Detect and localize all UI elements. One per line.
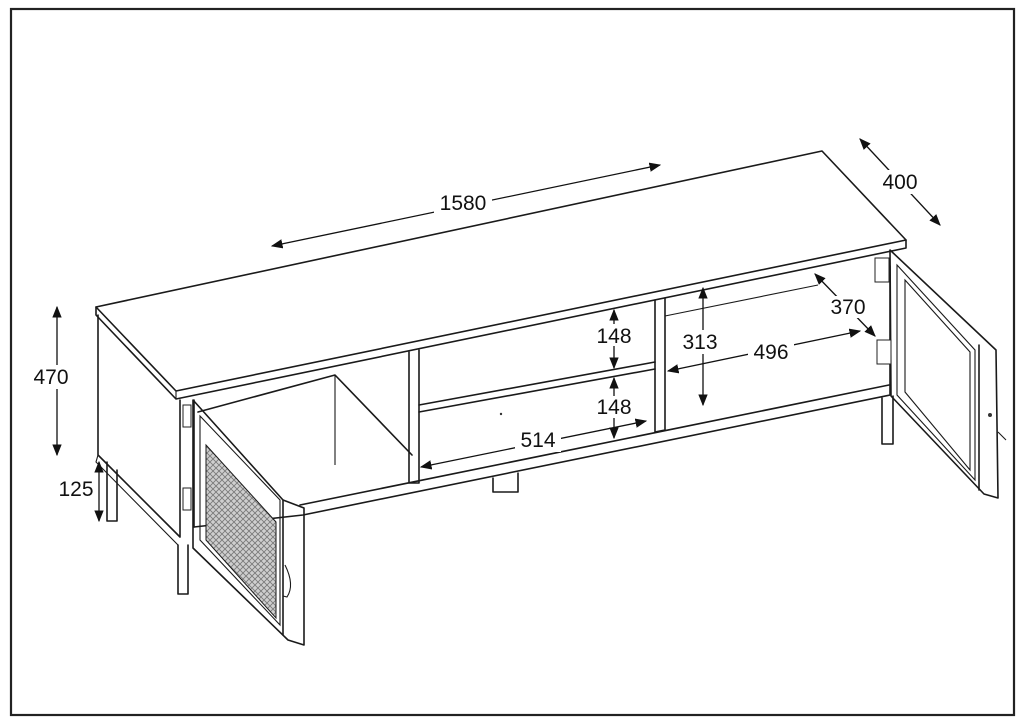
left-leg: [106, 461, 189, 595]
dim-label-depth-top: 400: [882, 171, 917, 194]
dimension-shelf-upper: 148: [592, 308, 636, 370]
dimension-width: 1580: [270, 162, 662, 249]
dim-label-right-width: 496: [753, 341, 788, 364]
left-door: [182, 399, 305, 646]
dimension-leg-height: 125: [58, 460, 104, 523]
cabinet-left-side: [95, 314, 181, 546]
dimension-total-height: 470: [28, 305, 74, 457]
dim-label-shelf-upper: 148: [596, 325, 631, 348]
dim-label-right-height: 313: [682, 331, 717, 354]
dim-label-total-height: 470: [33, 366, 68, 389]
dimension-depth-top: 400: [859, 138, 941, 226]
dimension-shelf-lower: 148: [592, 376, 636, 440]
dim-label-shelf-lower: 148: [596, 396, 631, 419]
diagram-frame: [9, 7, 1016, 717]
dim-label-middle-width: 514: [520, 429, 555, 452]
dim-label-leg-height: 125: [58, 478, 93, 501]
dim-label-inner-depth: 370: [830, 296, 865, 319]
right-door: [874, 249, 1007, 499]
cabinet-interior: [193, 265, 891, 528]
dim-label-width: 1580: [440, 192, 487, 215]
dimension-inner-depth: 370: [814, 273, 876, 337]
dimension-middle-width: 514: [419, 418, 648, 470]
right-leg: [881, 395, 894, 445]
dimension-right-width: 496: [666, 328, 862, 374]
